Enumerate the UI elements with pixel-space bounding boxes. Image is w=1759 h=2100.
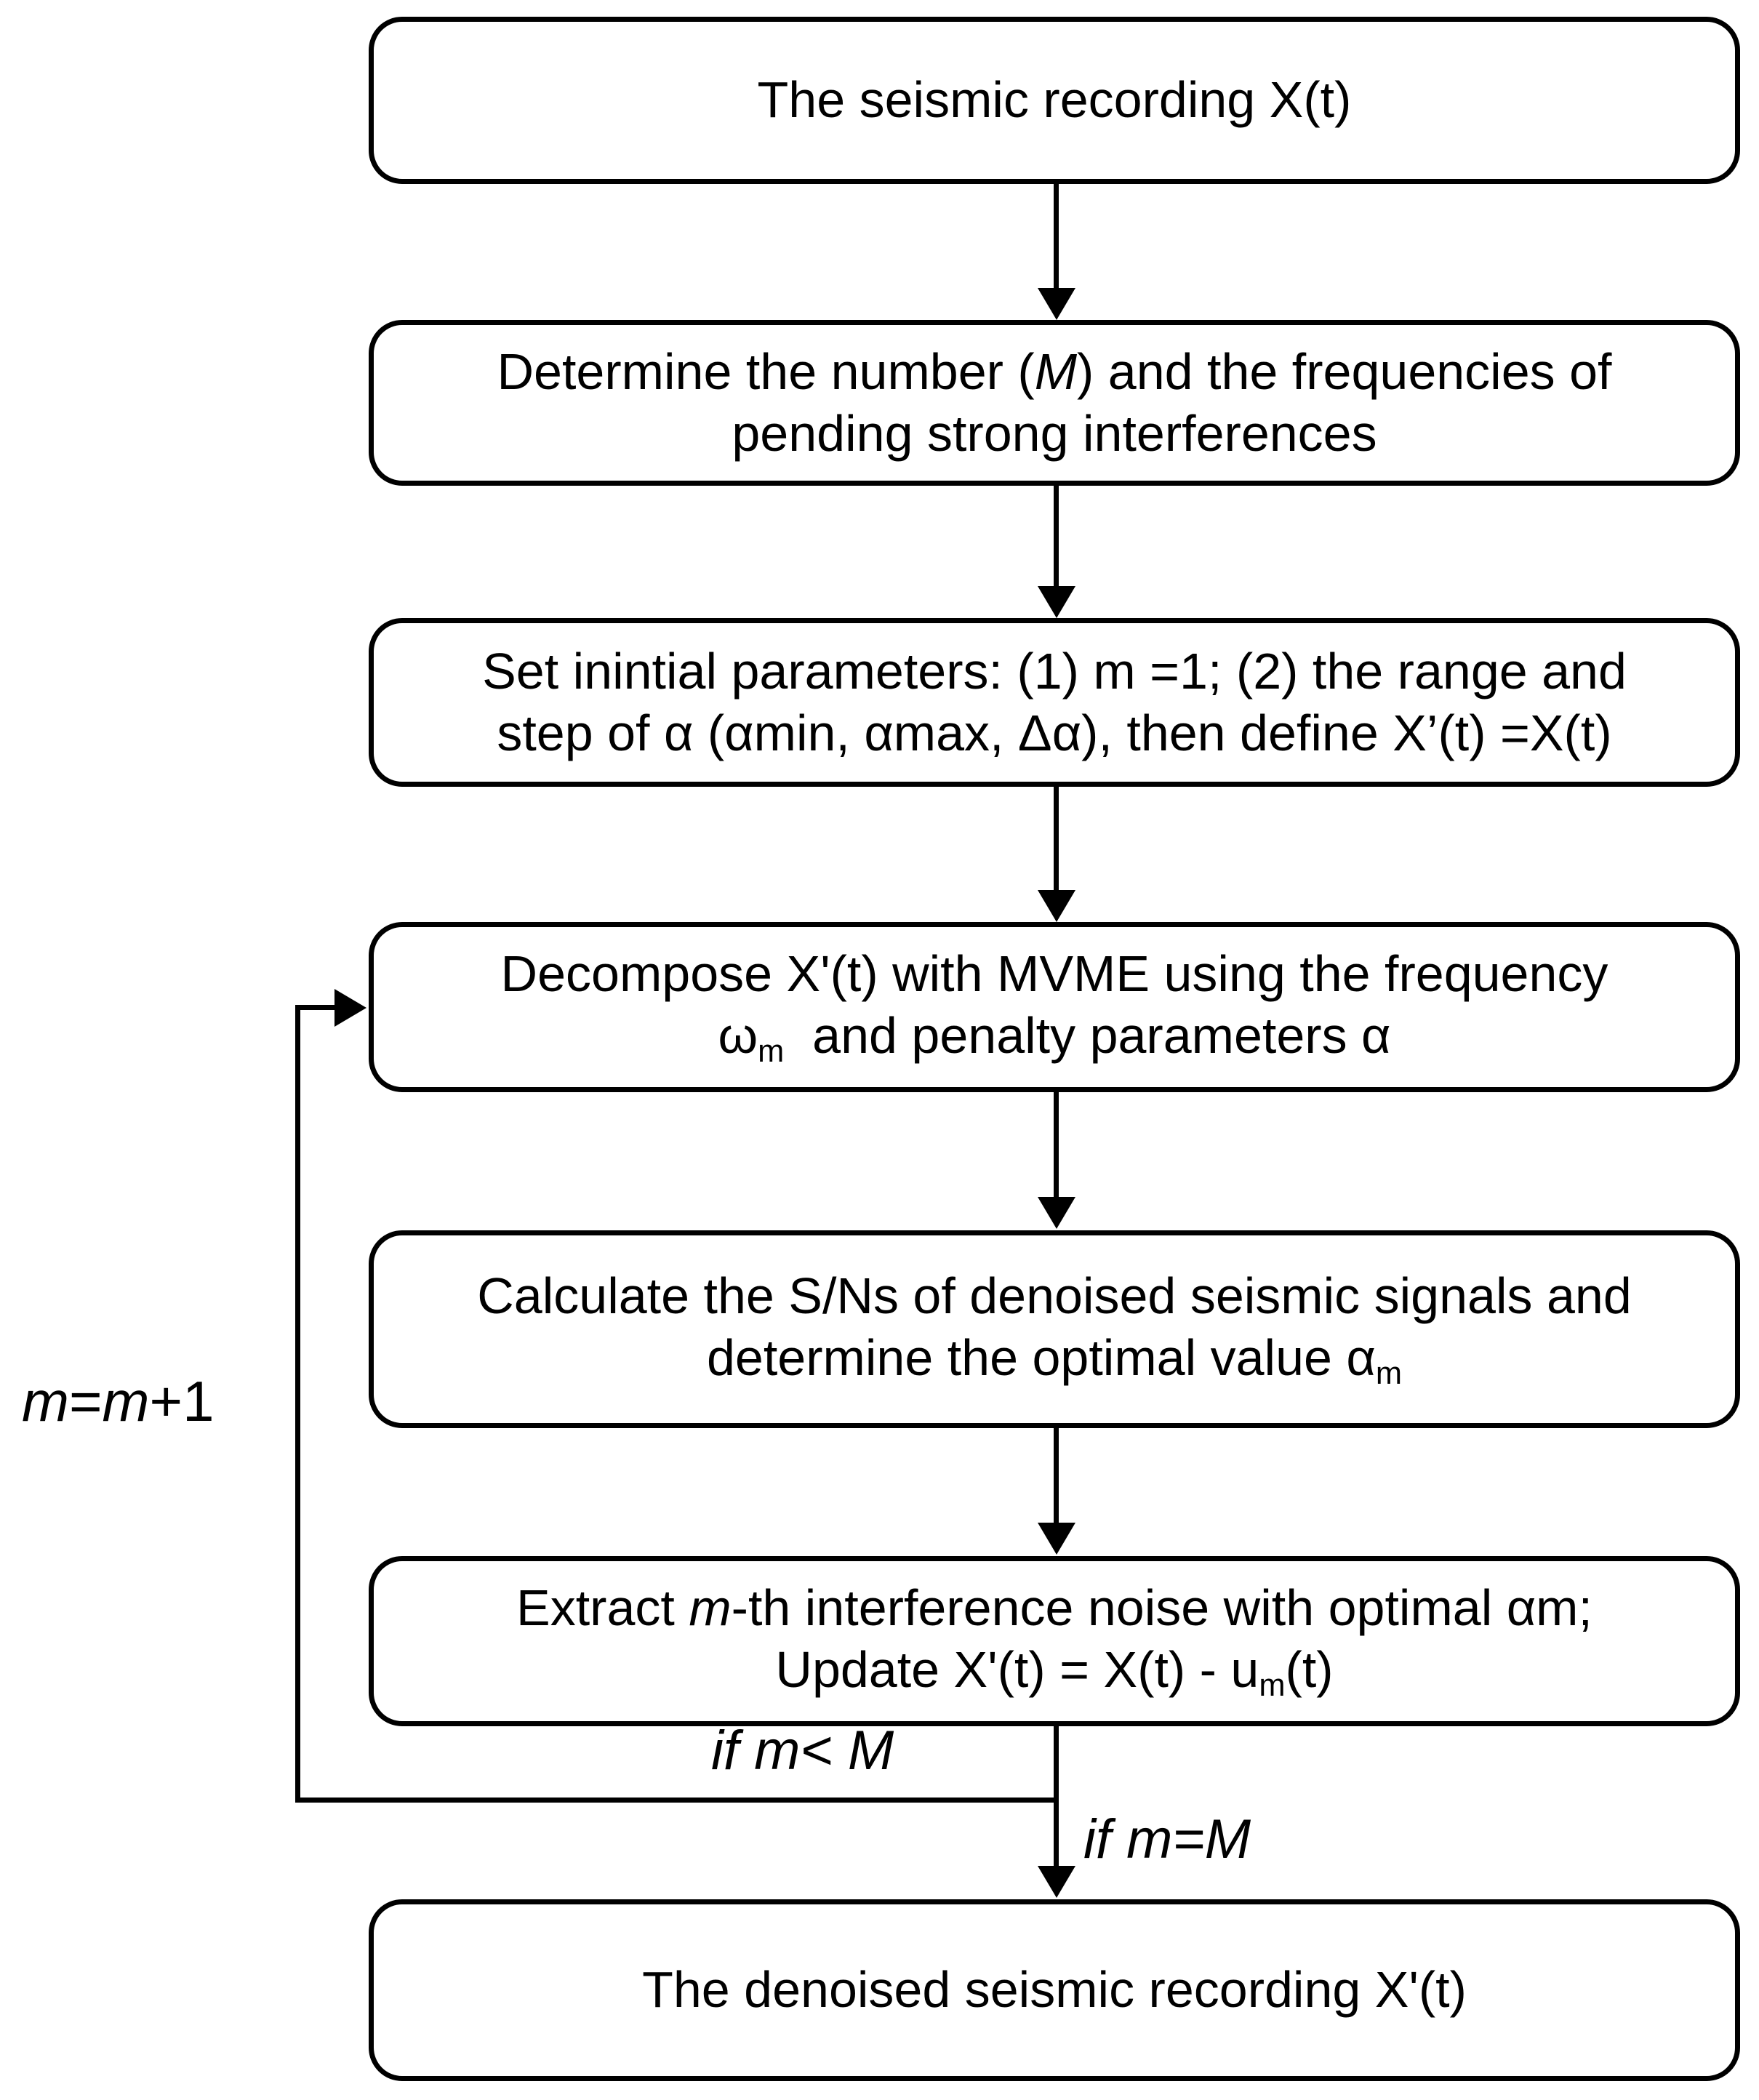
node-set-initial-parameters: Set inintial parameters: (1) m =1; (2) t… <box>369 618 1740 787</box>
edge-node1-node2 <box>1054 184 1059 290</box>
arrowhead-node2-node3 <box>1038 586 1075 618</box>
node-extract-interference-label: Extract m-th interference noise with opt… <box>516 1579 1592 1704</box>
edge-loopback-vertical <box>295 1005 300 1800</box>
node-calculate-snr: Calculate the S/Ns of denoised seismic s… <box>369 1230 1740 1428</box>
edge-decision-node7 <box>1054 1798 1059 1867</box>
edge-loopback-into-node4 <box>295 1005 339 1010</box>
edge-node2-node3 <box>1054 486 1059 588</box>
edge-label-loopback: if m< M <box>711 1720 894 1782</box>
edge-label-exit: if m=M <box>1083 1808 1251 1870</box>
edge-node3-node4 <box>1054 787 1059 891</box>
edge-node5-node6 <box>1054 1428 1059 1523</box>
node-decompose-mvme-label: Decompose X'(t) with MVME using the freq… <box>500 945 1608 1070</box>
node-decompose-mvme: Decompose X'(t) with MVME using the freq… <box>369 922 1740 1092</box>
edge-node4-node5 <box>1054 1092 1059 1198</box>
node-determine-number-frequencies: Determine the number (M) and the frequen… <box>369 320 1740 486</box>
arrowhead-node5-node6 <box>1038 1523 1075 1555</box>
node-calculate-snr-label: Calculate the S/Ns of denoised seismic s… <box>477 1267 1632 1392</box>
node-denoised-recording-label: The denoised seismic recording X'(t) <box>642 1961 1467 2019</box>
node-extract-interference: Extract m-th interference noise with opt… <box>369 1556 1740 1726</box>
node-seismic-recording-label: The seismic recording X(t) <box>757 71 1352 129</box>
node-seismic-recording: The seismic recording X(t) <box>369 17 1740 184</box>
arrowhead-node1-node2 <box>1038 288 1075 320</box>
arrowhead-node3-node4 <box>1038 890 1075 922</box>
edge-label-increment: m=m+1 <box>22 1369 215 1433</box>
edge-loopback-horizontal <box>295 1798 1059 1803</box>
arrowhead-node4-node5 <box>1038 1197 1075 1229</box>
node-determine-number-frequencies-label: Determine the number (M) and the frequen… <box>497 342 1612 462</box>
node-denoised-recording: The denoised seismic recording X'(t) <box>369 1899 1740 2081</box>
arrowhead-decision-node7 <box>1038 1866 1075 1898</box>
arrowhead-loopback-node4 <box>334 989 366 1027</box>
node-set-initial-parameters-label: Set inintial parameters: (1) m =1; (2) t… <box>482 642 1627 761</box>
